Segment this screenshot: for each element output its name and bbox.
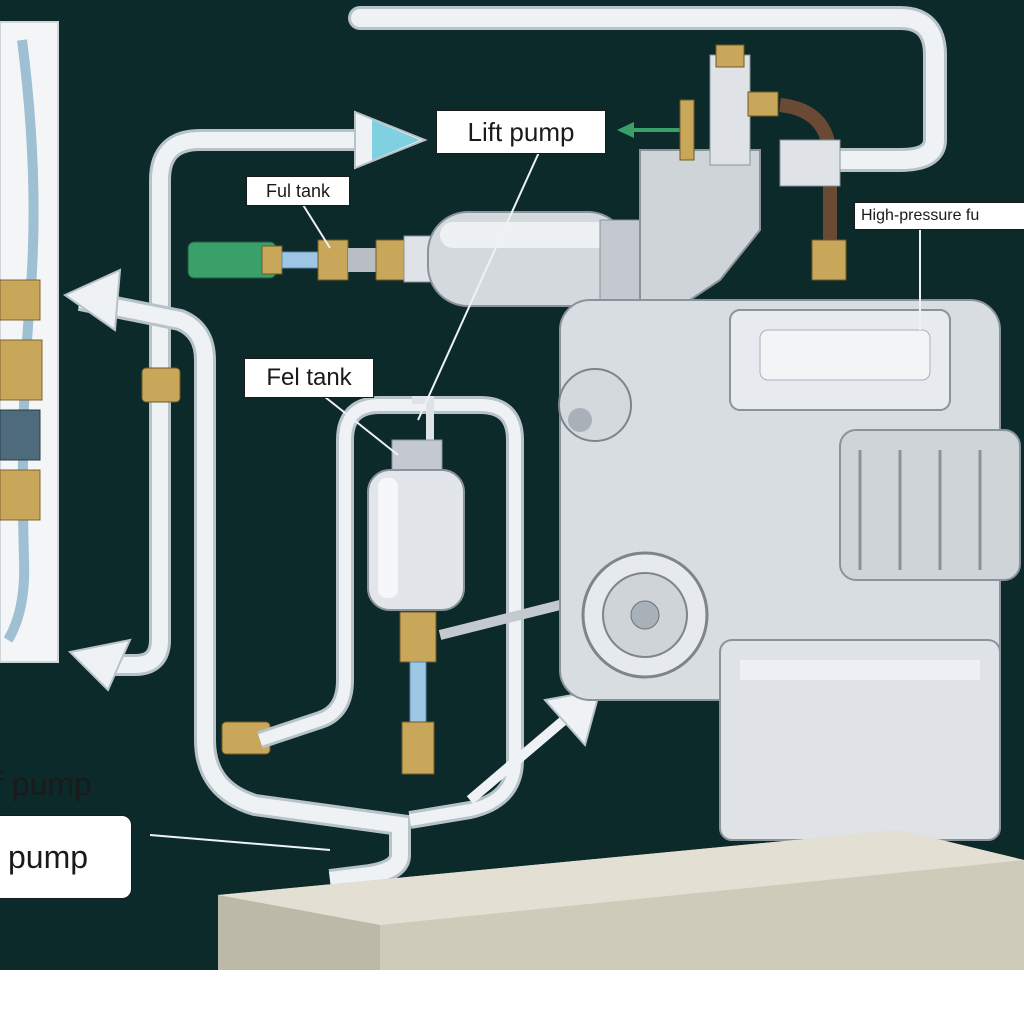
filter-loop-pipe: [257, 396, 524, 829]
high-pressure-label: High-pressure fu: [854, 202, 1024, 230]
pump-left-label: f pump: [0, 766, 92, 802]
leader-lines: [149, 149, 921, 851]
engine-icon: [558, 299, 1021, 841]
fuel-tank-top-label: Ful tank: [246, 176, 350, 206]
lift-pump-label: Lift pump: [436, 110, 606, 154]
arrow-icon: [617, 122, 680, 138]
lift-pump-body: [427, 44, 847, 307]
fuel-tank-mid-label: Fel tank: [244, 358, 374, 398]
engine-base: [218, 830, 1024, 970]
fuel-tank-panel: [0, 21, 59, 663]
engine-manifold-ribs: [858, 450, 982, 570]
pump-box-label: pump: [0, 815, 132, 899]
fuel-filter-icon: [367, 396, 602, 775]
return-pipe: [348, 5, 947, 172]
arrow-icon: [62, 268, 122, 332]
supply-pipe-loop: [77, 129, 411, 891]
arrow-icon: [354, 110, 428, 170]
arrow-icon: [67, 638, 132, 692]
